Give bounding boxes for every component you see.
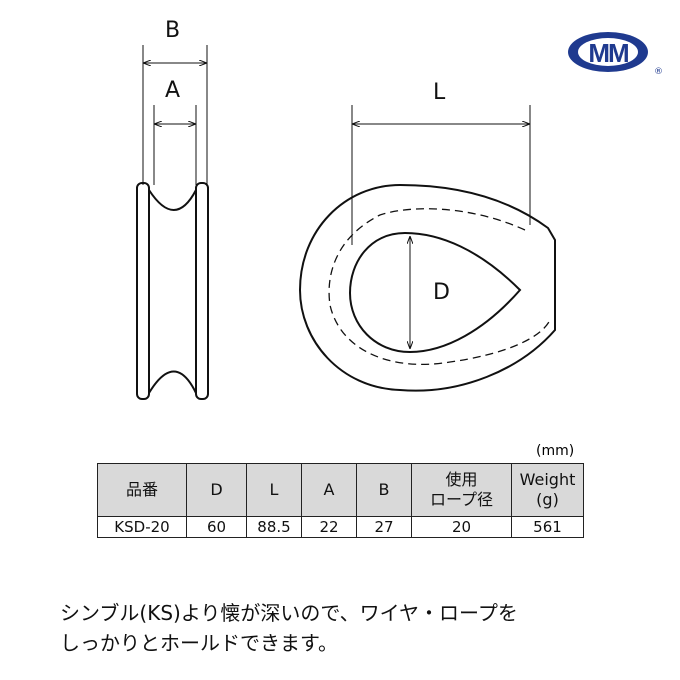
header-b: B [356, 463, 412, 517]
description-line: シンブル(KS)より懐が深いので、ワイヤ・ロープを [60, 601, 518, 625]
dimension-l-label: L [433, 80, 446, 105]
unit-label: (mm) [536, 443, 575, 459]
header-rope-line2: ロープ径 [429, 490, 494, 509]
dimension-a-label: A [165, 78, 181, 103]
cell-l: 88.5 [246, 516, 302, 538]
header-weight-line1: Weight [519, 470, 576, 489]
svg-text:®: ® [654, 67, 663, 77]
side-view [136, 45, 209, 400]
cell-part-number: KSD-20 [97, 516, 187, 538]
header-a: A [301, 463, 357, 517]
spec-table: 品番 D L A B 使用ロープ径 Weight(g) KSD-20 60 88… [97, 463, 584, 538]
cell-rope: 20 [411, 516, 512, 538]
header-l: L [246, 463, 302, 517]
header-weight-line2: (g) [536, 490, 559, 509]
cell-b: 27 [356, 516, 412, 538]
cell-d: 60 [186, 516, 247, 538]
header-d: D [186, 463, 247, 517]
header-rope-line1: 使用 [445, 470, 478, 489]
cell-a: 22 [301, 516, 357, 538]
header-part-number: 品番 [97, 463, 187, 517]
header-weight: Weight(g) [511, 463, 584, 517]
table-header-row: 品番 D L A B 使用ロープ径 Weight(g) [97, 463, 584, 517]
cell-weight: 561 [511, 516, 584, 538]
front-view [298, 105, 556, 392]
dimension-d-label: D [433, 280, 450, 305]
header-rope: 使用ロープ径 [411, 463, 512, 517]
description: シンブル(KS)より懐が深いので、ワイヤ・ロープを しっかりとホールドできます。 [60, 598, 518, 658]
mm-logo: MM ® [568, 32, 663, 77]
description-line: しっかりとホールドできます。 [60, 631, 338, 655]
table-row: KSD-20 60 88.5 22 27 20 561 [97, 516, 584, 538]
svg-text:MM: MM [588, 38, 628, 68]
dimension-b-label: B [165, 18, 181, 43]
